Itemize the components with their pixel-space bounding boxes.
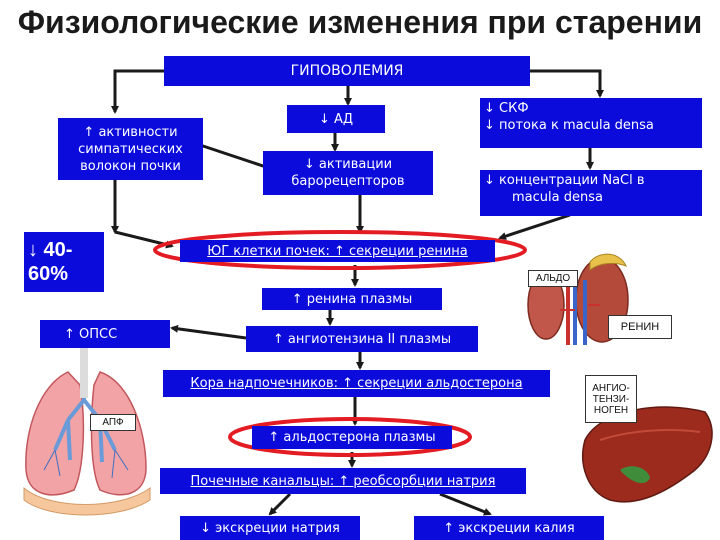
sympathetic-box: ↑ активности симпатических волокон почки: [58, 118, 203, 180]
hypovolemia-box: ГИПОВОЛЕМИЯ: [164, 56, 530, 86]
tubules-text: Почечные канальцы: ↑ реобсорбции натрия: [190, 473, 496, 489]
baroreceptors-box: ↓ активации барорецепторов: [263, 151, 433, 195]
jga-highlight: [153, 230, 527, 270]
angiotensinogen-line-1: АНГИО-: [592, 382, 630, 394]
nacl-line-1: ↓ концентрации NaCl в: [484, 173, 645, 188]
gfr-line-2: ↓ потока к macula densa: [484, 118, 654, 133]
sympathetic-line-3: волокон почки: [80, 158, 181, 174]
jga-text: ЮГ клетки почек: ↑ секреции ренина: [207, 243, 468, 259]
k-excretion-text: ↑ экскреции калия: [443, 520, 575, 536]
gfr-line-1: ↓ СКФ: [484, 101, 529, 116]
apf-label: АПФ: [90, 414, 136, 431]
nacl-box: ↓ концентрации NaCl в macula densa: [480, 170, 702, 216]
aldo-label-text: АЛЬДО: [535, 273, 571, 284]
lungs-illustration: [23, 345, 151, 516]
bp-box: ↓ АД: [287, 105, 385, 133]
liver-illustration: [582, 406, 713, 503]
renin-label: РЕНИН: [608, 315, 672, 339]
angiotensin-text: ↑ ангиотензина II плазмы: [272, 331, 452, 347]
opss-box: ↑ ОПСС: [40, 320, 170, 348]
opss-text: ↑ ОПСС: [64, 326, 118, 342]
angiotensinogen-line-2: ТЕНЗИ-: [592, 393, 630, 405]
aldo-label: АЛЬДО: [528, 270, 578, 287]
baroreceptors-line-1: ↓ активации: [303, 157, 393, 172]
decrease-percent-line-2: 60%: [28, 263, 69, 285]
sympathetic-line-2: симпатических: [78, 141, 183, 157]
plasma-renin-box: ↑ ренина плазмы: [262, 288, 442, 310]
aldosterone-highlight: [228, 417, 472, 457]
plasma-renin-text: ↑ ренина плазмы: [291, 291, 413, 307]
gfr-box: ↓ СКФ ↓ потока к macula densa: [480, 98, 702, 148]
k-excretion-box: ↑ экскреции калия: [414, 516, 604, 540]
na-excretion-text: ↓ экскреции натрия: [200, 520, 340, 536]
decrease-percent-box: ↓ 40- 60%: [24, 232, 104, 292]
page-title: Физиологические изменения при старении: [17, 4, 703, 40]
apf-label-text: АПФ: [102, 417, 124, 428]
decrease-percent-line-1: ↓ 40-: [28, 239, 73, 261]
adrenal-cortex-text: Кора надпочечников: ↑ секреции альдостер…: [190, 376, 523, 391]
renin-label-text: РЕНИН: [620, 320, 660, 333]
adrenal-cortex-box: Кора надпочечников: ↑ секреции альдостер…: [163, 370, 550, 397]
na-excretion-box: ↓ экскреции натрия: [180, 516, 360, 540]
aldosterone-text: ↑ альдостерона плазмы: [268, 430, 436, 445]
hypovolemia-text: ГИПОВОЛЕМИЯ: [290, 62, 404, 79]
tubules-box: Почечные канальцы: ↑ реобсорбции натрия: [160, 468, 526, 494]
sympathetic-line-1: ↑ активности: [83, 124, 178, 140]
bp-text: ↓ АД: [318, 111, 354, 127]
angiotensinogen-label: АНГИО- ТЕНЗИ- НОГЕН: [585, 375, 637, 423]
jga-box: ЮГ клетки почек: ↑ секреции ренина: [180, 240, 495, 262]
aldosterone-box: ↑ альдостерона плазмы: [252, 426, 452, 449]
nacl-line-2: macula densa: [512, 190, 603, 205]
angiotensin-box: ↑ ангиотензина II плазмы: [246, 326, 478, 352]
angiotensinogen-line-3: НОГЕН: [593, 404, 629, 416]
baroreceptors-line-2: барорецепторов: [291, 174, 405, 189]
